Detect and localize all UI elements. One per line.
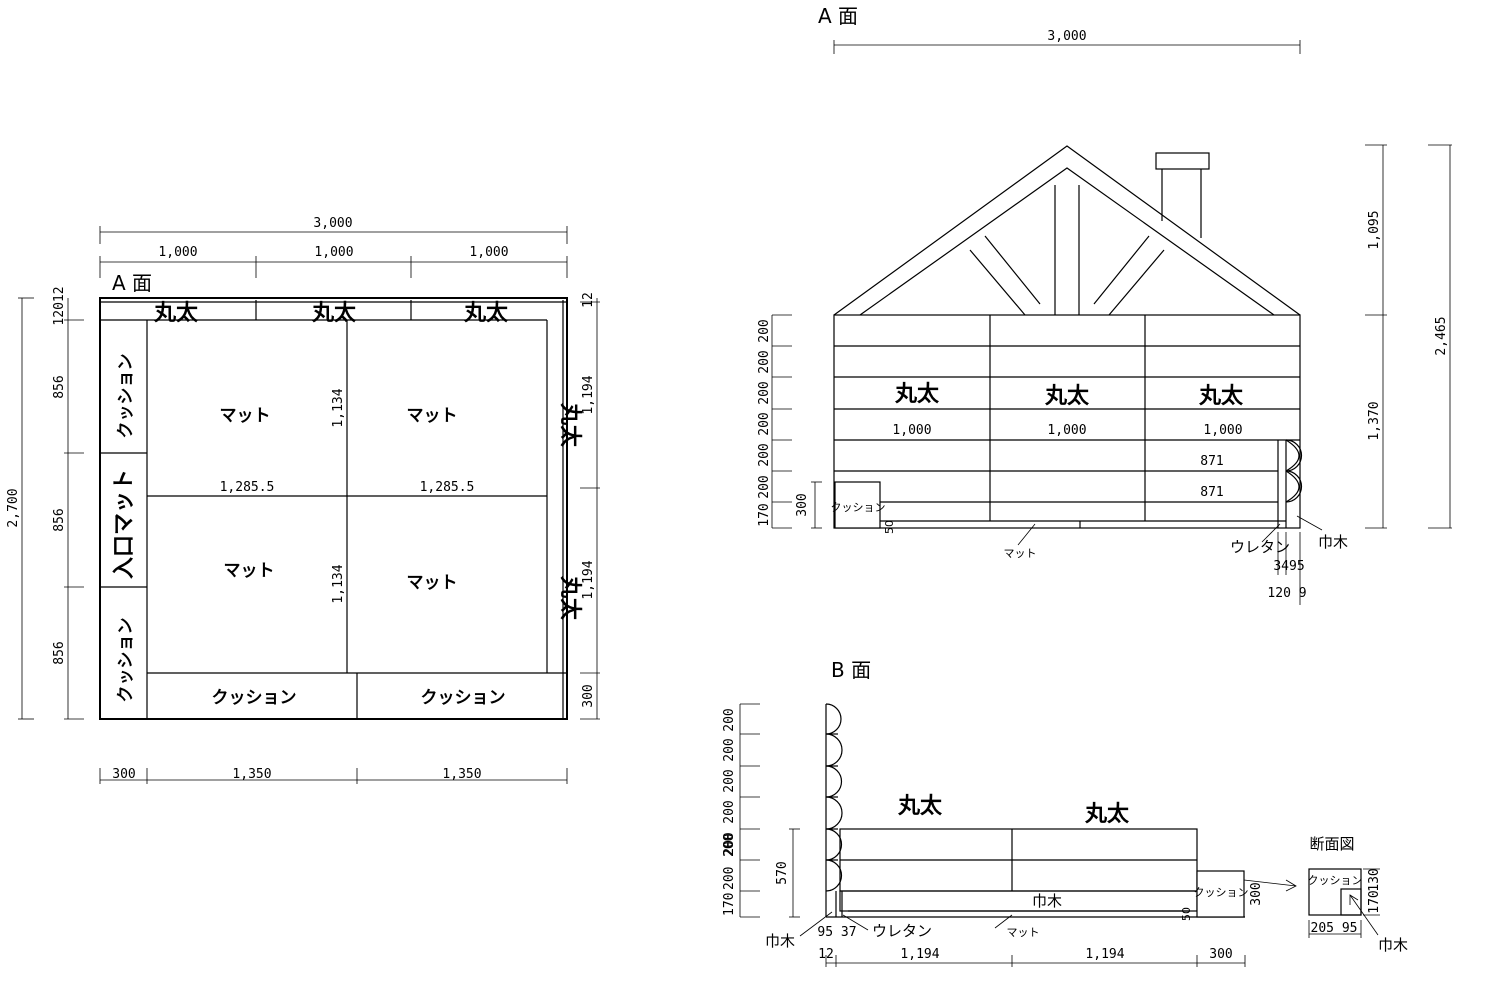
elev-a-h-2: 200 (757, 350, 772, 373)
elev-a-h-6: 200 (757, 475, 772, 498)
plan-dim-left-top: 12012 (52, 286, 67, 325)
elev-b-dim-bottom-1: 12 (818, 947, 834, 962)
elev-b-dim-bottom-2: 1,194 (900, 947, 939, 962)
elev-a-log-short-2: 871 (1200, 485, 1223, 500)
plan-dim-left-2: 856 (52, 508, 67, 531)
plan-log-1: 丸太 (153, 301, 199, 326)
plan-cushion-left-bottom: クッション (116, 618, 136, 703)
elev-a-log-len-3: 1,000 (1203, 423, 1242, 438)
elev-a-h-5: 200 (757, 443, 772, 466)
plan-log-right-2: 丸太 (557, 575, 582, 621)
elev-a-log-len-1: 1,000 (892, 423, 931, 438)
plan-log-2: 丸太 (311, 301, 357, 326)
plan-entrance-mat: 入口マット (112, 469, 137, 579)
plan-dim-third-2: 1,000 (314, 245, 353, 260)
plan-dim-left-total: 2,700 (6, 488, 21, 527)
elev-b-dim-300: 300 (1249, 882, 1264, 905)
elev-a-log-3: 丸太 (1198, 384, 1244, 409)
elev-b-log-2: 丸太 (1084, 802, 1130, 827)
plan-mat-height-1: 1,134 (331, 388, 346, 427)
elev-b-cushion: クッション (1194, 886, 1249, 899)
plan-title: A 面 (112, 271, 152, 295)
plan-dim-bottom-2: 1,350 (232, 767, 271, 782)
elev-a-dim-50: 50 (883, 520, 896, 534)
plan-log-right-1: 丸太 (557, 402, 582, 448)
elev-b-dim-50: 50 (1180, 907, 1193, 921)
elev-b-dim-bottom-4: 300 (1209, 947, 1232, 962)
elev-a-urethane: ウレタン (1230, 538, 1290, 556)
plan-mat-2: マット (407, 406, 458, 426)
section-cushion: クッション (1308, 874, 1363, 887)
elev-a-log-1: 丸太 (894, 382, 940, 407)
plan-dim-right-1: 12 (581, 292, 596, 308)
elev-b-h-2: 200 (722, 738, 737, 761)
plan-dim-right-2: 1,194 (581, 375, 596, 414)
elev-a-dim-right-1: 1,095 (1367, 210, 1382, 249)
elev-b-h-4: 200 (722, 800, 737, 823)
elev-b-dim-bottom-3: 1,194 (1085, 947, 1124, 962)
plan-cushion-bottom-2: クッション (421, 688, 506, 708)
elev-a-h-1: 200 (757, 319, 772, 342)
elev-a-dim-right-total: 2,465 (1434, 316, 1449, 355)
plan-dim-total: 3,000 (313, 216, 352, 231)
elev-a-h-7: 170 (757, 503, 772, 526)
plan-view: 3,000 1,000 1,000 1,000 A 面 丸太 丸太 丸太 丸太 … (6, 216, 600, 784)
plan-mat-3: マット (224, 561, 275, 581)
elev-b-log-1: 丸太 (897, 794, 943, 819)
section-baseboard: 巾木 (1378, 936, 1408, 954)
plan-mat-width-2: 1,285.5 (420, 480, 475, 495)
elev-b-dim-570: 570 (775, 861, 790, 884)
plan-dim-right-3: 1,194 (581, 560, 596, 599)
plan-dim-bottom-3: 1,350 (442, 767, 481, 782)
elev-a-mat: マット (1004, 547, 1037, 560)
section-dim-205-95: 205 95 (1311, 921, 1358, 936)
plan-mat-height-2: 1,134 (331, 564, 346, 603)
plan-log-3: 丸太 (463, 301, 509, 326)
plan-dim-third-1: 1,000 (158, 245, 197, 260)
elev-b-h-7: 200 (722, 867, 737, 890)
plan-mat-1: マット (220, 406, 271, 426)
elev-b-dim-95-37: 95 37 (817, 925, 856, 940)
elev-a-h-4: 200 (757, 412, 772, 435)
elev-a-cushion: クッション (831, 501, 886, 514)
elev-a-dim-right-2: 1,370 (1367, 401, 1382, 440)
plan-dim-third-3: 1,000 (469, 245, 508, 260)
plan-cushion-left-top: クッション (116, 354, 136, 439)
elev-a-baseboard: 巾木 (1318, 533, 1348, 551)
elev-a-h-3: 200 (757, 381, 772, 404)
plan-dim-right-4: 300 (581, 684, 596, 707)
plan-dim-left-3: 856 (52, 641, 67, 664)
elev-b-h-5: 200 (722, 832, 737, 855)
plan-mat-width-1: 1,285.5 (220, 480, 275, 495)
elev-b-h-3: 200 (722, 769, 737, 792)
section-dim-130: 130 (1367, 868, 1382, 891)
elev-b-baseboard-label: 巾木 (1032, 892, 1062, 910)
plan-mat-4: マット (407, 573, 458, 593)
elev-b-urethane: ウレタン (872, 922, 932, 940)
elevation-a: A 面 3,000 クッション (757, 4, 1452, 605)
elev-a-cushion-h: 300 (795, 493, 810, 516)
elev-b-title: B 面 (831, 658, 871, 682)
plan-dim-bottom-1: 300 (112, 767, 135, 782)
elev-b-baseboard: 巾木 (765, 932, 795, 950)
elev-a-dim-3495: 3495 (1273, 559, 1304, 574)
elev-a-log-2: 丸太 (1044, 384, 1090, 409)
elev-a-dim-total: 3,000 (1047, 29, 1086, 44)
elev-b-h-8: 170 (722, 893, 737, 916)
section-title: 断面図 (1309, 835, 1354, 853)
elev-b-mat: マット (1007, 926, 1040, 939)
plan-cushion-bottom-1: クッション (212, 688, 297, 708)
elev-b-h-1: 200 (722, 708, 737, 731)
elevation-b: B 面 クッション 巾木 50 丸太 丸太 マット 巾木 ウレタン 95 37 (722, 658, 1297, 967)
elev-a-dim-1209: 120 9 (1267, 586, 1306, 601)
plan-dim-left-1: 856 (52, 375, 67, 398)
elev-b-h-6: 200 (722, 834, 737, 857)
elev-a-log-short-1: 871 (1200, 454, 1223, 469)
section-dim-170: 170 (1367, 890, 1382, 913)
section-detail: 断面図 クッション 130 170 205 95 巾木 (1308, 835, 1409, 954)
elev-a-title: A 面 (818, 4, 858, 28)
elev-a-log-len-2: 1,000 (1047, 423, 1086, 438)
